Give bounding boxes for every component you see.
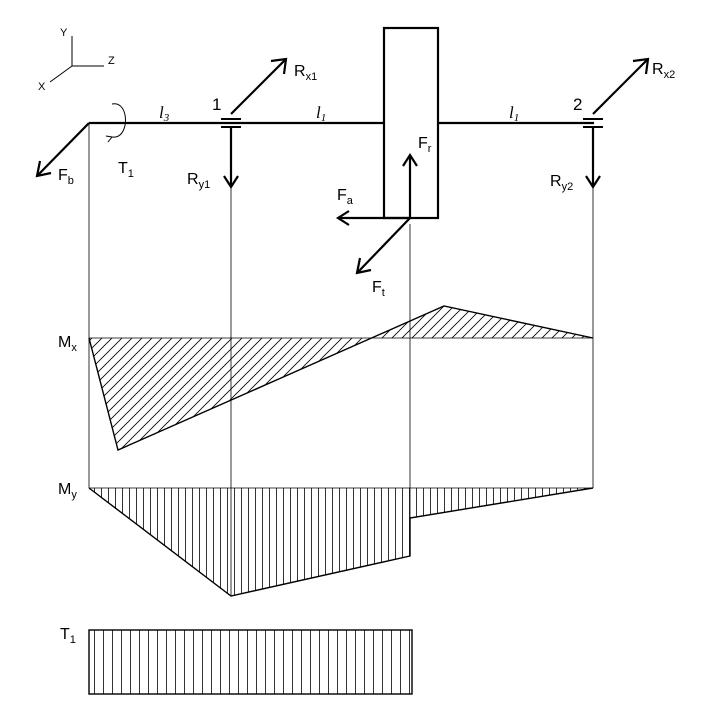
torque-t1-arrow: T1 bbox=[105, 103, 134, 180]
axis-x-label: X bbox=[38, 81, 46, 93]
force-ft-label: Ft bbox=[372, 279, 385, 299]
bearing-1: 1 bbox=[212, 95, 241, 128]
t1-diagram-label: T1 bbox=[60, 626, 76, 646]
force-fa-arrow: Fa bbox=[335, 187, 410, 226]
my-moment-diagram: My bbox=[58, 481, 594, 597]
force-ry2-label: Ry2 bbox=[550, 173, 573, 193]
span-l1-left-label: l1 bbox=[316, 103, 326, 124]
force-ft-arrow: Ft bbox=[355, 217, 411, 299]
mx-label: Mx bbox=[58, 334, 77, 354]
force-fb-label: Fb bbox=[58, 167, 74, 187]
mx-moment-diagram: Mx bbox=[58, 305, 594, 451]
force-rx1-arrow: Rx1 bbox=[230, 57, 317, 115]
force-fr-arrow: Fr bbox=[402, 135, 432, 218]
t1-torque-diagram: T1 bbox=[60, 626, 413, 695]
force-ry1-arrow: Ry1 bbox=[187, 128, 239, 191]
torque-t1-label: T1 bbox=[118, 160, 134, 180]
axis-z-label: Z bbox=[108, 55, 115, 67]
span-l3-label: l3 bbox=[159, 103, 170, 124]
coordinate-axes: Y Z X bbox=[38, 27, 115, 93]
force-rx2-arrow: Rx2 bbox=[592, 57, 675, 115]
force-ry2-arrow: Ry2 bbox=[550, 128, 601, 193]
bearing-2: 2 bbox=[573, 95, 603, 128]
span-l1-right-label: l1 bbox=[509, 103, 519, 124]
force-rx2-label: Rx2 bbox=[652, 61, 675, 81]
force-ry1-label: Ry1 bbox=[187, 171, 210, 191]
force-fr-label: Fr bbox=[418, 135, 432, 155]
bearing-1-label: 1 bbox=[212, 95, 221, 114]
bearing-2-label: 2 bbox=[573, 95, 582, 114]
my-label: My bbox=[58, 481, 77, 501]
force-rx1-label: Rx1 bbox=[294, 63, 317, 83]
force-fb-arrow: Fb bbox=[35, 122, 90, 187]
force-fa-label: Fa bbox=[337, 187, 354, 207]
axis-y-label: Y bbox=[60, 27, 68, 39]
